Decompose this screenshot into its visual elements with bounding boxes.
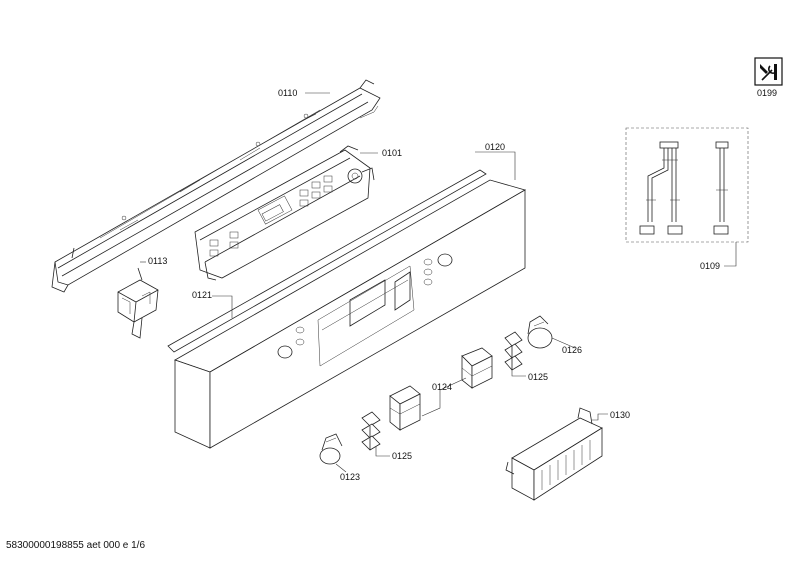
part-label-0110: 0110	[278, 88, 297, 98]
part-label-0199: 0199	[757, 88, 777, 98]
part-label-0123: 0123	[340, 472, 360, 482]
part-label-0126: 0126	[562, 345, 582, 355]
wrench-screwdriver-icon	[754, 57, 783, 86]
part-0130-connector-block	[505, 407, 603, 501]
part-0113-holder	[117, 267, 159, 339]
part-0101-control-board	[194, 145, 375, 281]
part-label-0109: 0109	[700, 261, 720, 271]
document-footer: 58300000198855 aet 000 e 1/6	[6, 540, 146, 551]
part-label-0125-b: 0125	[392, 451, 412, 461]
part-label-0120: 0120	[485, 142, 505, 152]
part-0126-knob	[527, 315, 553, 349]
part-0125-buttons-upper	[504, 331, 523, 371]
part-0120-control-panel	[174, 179, 527, 449]
part-0123-knob	[319, 433, 343, 465]
part-label-0113: 0113	[148, 256, 167, 266]
part-0109-cable-harness	[625, 127, 749, 243]
part-label-0121: 0121	[192, 290, 212, 300]
part-0124-button-set	[389, 347, 493, 431]
part-label-0125-a: 0125	[528, 372, 548, 382]
part-0110-mounting-rail	[51, 79, 381, 293]
part-label-0130: 0130	[610, 410, 630, 420]
part-0121-seal-strip	[167, 169, 487, 353]
part-label-0124: 0124	[432, 382, 452, 392]
part-label-0101: 0101	[382, 148, 402, 158]
part-0125-buttons-lower	[361, 411, 381, 451]
